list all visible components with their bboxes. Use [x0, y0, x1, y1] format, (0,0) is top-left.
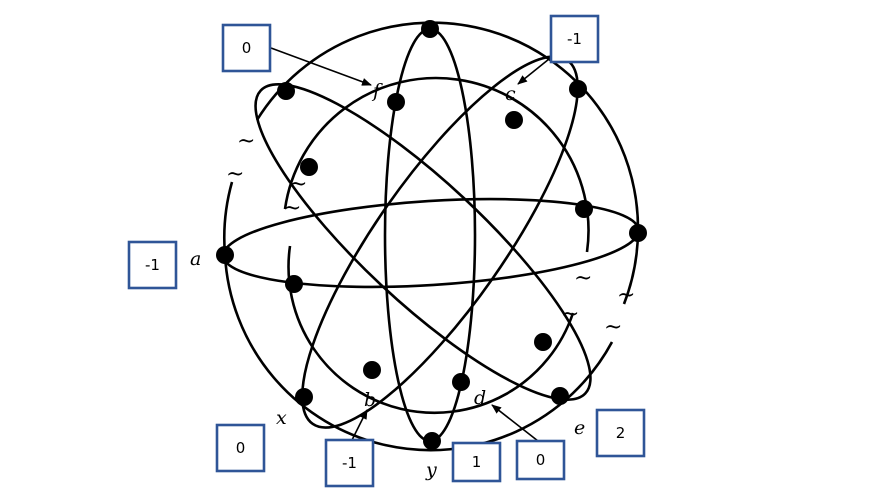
label-e: e: [574, 417, 585, 439]
vertex-c: [505, 111, 523, 129]
cut-marker: ~: [561, 302, 579, 327]
cut-marker: ~: [604, 315, 622, 340]
weight-box-c: -1: [549, 14, 600, 64]
vertex-d: [452, 373, 470, 391]
weight-box-x: 0: [215, 423, 266, 473]
svg-text:-1: -1: [342, 454, 357, 472]
vertex-lower-right-inner: [534, 333, 552, 351]
weight-box-b: -1: [324, 438, 375, 488]
label-b: b: [364, 389, 376, 411]
diagonal-ellipse-tl-br: [254, 83, 592, 401]
vertex-b: [363, 361, 381, 379]
vertex-upper-right: [569, 80, 587, 98]
svg-text:0: 0: [236, 439, 246, 457]
arrow-d: [491, 404, 539, 442]
cut-marker: ~: [226, 162, 244, 187]
svg-text:0: 0: [536, 451, 546, 469]
cut-marker: ~: [237, 129, 255, 154]
svg-text:-1: -1: [145, 256, 160, 274]
weight-box-d: 0: [515, 439, 566, 481]
cut-marker: ~: [289, 172, 307, 197]
arrow-f: [270, 47, 372, 86]
label-d: d: [474, 387, 486, 409]
vertex-right-inner: [575, 200, 593, 218]
vertex-x: [295, 388, 313, 406]
vertex-f: [387, 93, 405, 111]
svg-text:-1: -1: [567, 30, 582, 48]
vertex-inner-left-low: [285, 275, 303, 293]
inner-circle-arc-main: [283, 76, 590, 253]
svg-text:1: 1: [472, 453, 482, 471]
weight-box-a: -1: [127, 240, 178, 290]
vertex-top: [421, 20, 439, 38]
vertex-upper-left: [277, 82, 295, 100]
svg-text:0: 0: [242, 39, 252, 57]
vertex-right: [629, 224, 647, 242]
vertex-y: [423, 432, 441, 450]
vertex-left-inner: [300, 158, 318, 176]
label-x: x: [276, 407, 287, 429]
weight-box-y: 1: [451, 441, 502, 483]
label-c: c: [505, 83, 516, 105]
cut-marker: ~: [617, 283, 635, 308]
weight-box-e: 2: [595, 408, 646, 458]
arrow-b: [351, 409, 368, 441]
svg-text:2: 2: [616, 424, 626, 442]
vertex-e: [551, 387, 569, 405]
cut-marker: ~: [574, 266, 592, 291]
cut-marker: ~: [283, 196, 301, 221]
vertex-a: [216, 246, 234, 264]
inner-circle-arc-lower: [287, 245, 575, 415]
weight-box-f: 0: [221, 23, 272, 73]
label-a: a: [190, 248, 201, 270]
label-f: f: [371, 80, 383, 102]
label-y: y: [425, 459, 437, 481]
arrow-c: [517, 54, 555, 85]
